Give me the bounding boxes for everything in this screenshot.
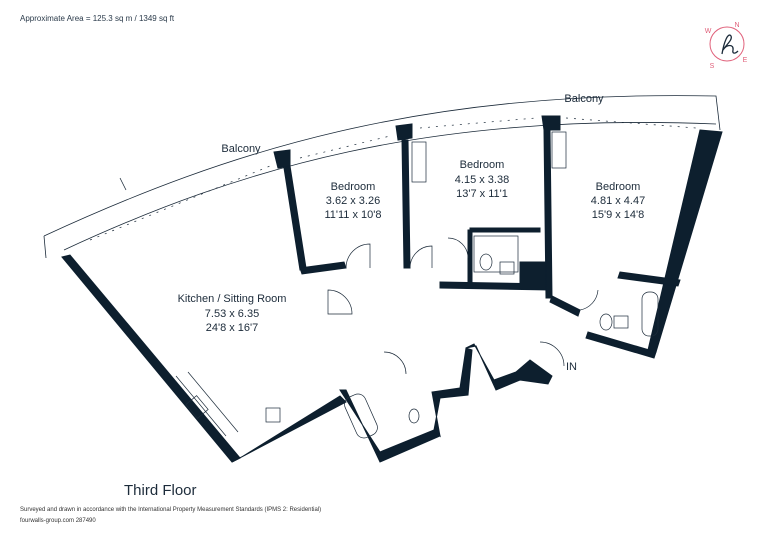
room-bedroom1: Bedroom 3.62 x 3.26 11'11 x 10'8 xyxy=(324,181,381,221)
room-bedroom1-name: Bedroom xyxy=(331,181,376,193)
room-bedroom3-metric: 4.81 x 4.47 xyxy=(591,195,645,207)
bedroom2-left-wall xyxy=(401,139,411,269)
bathtub-icon xyxy=(344,393,378,439)
bedroom2-duct xyxy=(519,261,549,289)
room-bedroom3-imperial: 15'9 x 14'8 xyxy=(592,209,645,221)
room-kitchen: Kitchen / Sitting Room 7.53 x 6.35 24'8 … xyxy=(178,293,287,334)
room-bedroom3-name: Bedroom xyxy=(596,181,641,193)
bedroom1-door xyxy=(345,243,371,269)
bedroom2-door xyxy=(409,245,433,269)
toilet-icon xyxy=(408,408,420,424)
room-bedroom1-imperial: 11'11 x 10'8 xyxy=(324,209,381,221)
room-bedroom2-name: Bedroom xyxy=(460,159,505,171)
compass-w: W xyxy=(705,28,712,35)
fixtures xyxy=(89,117,697,439)
bedroom2-right-wall xyxy=(543,129,553,299)
kitchen-door xyxy=(327,289,353,315)
approximate-area: Approximate Area = 125.3 sq m / 1349 sq … xyxy=(20,14,175,23)
compass-ring xyxy=(709,26,745,62)
compass-n: N xyxy=(734,22,739,29)
walls xyxy=(61,115,723,463)
balcony-outline xyxy=(43,95,721,259)
balcony-right-label: Balcony xyxy=(564,93,604,105)
balcony-left-label: Balcony xyxy=(221,143,261,155)
room-kitchen-imperial: 24'8 x 16'7 xyxy=(206,322,259,334)
basin2-icon xyxy=(499,261,515,275)
bedroom1-pillar xyxy=(273,149,291,169)
compass: N E S W xyxy=(705,22,748,70)
room-kitchen-name: Kitchen / Sitting Room xyxy=(178,293,287,305)
compass-s: S xyxy=(710,63,715,70)
toilet3-icon xyxy=(599,313,613,331)
bedroom3-door xyxy=(579,289,599,311)
room-bedroom3: Bedroom 4.81 x 4.47 15'9 x 14'8 xyxy=(591,181,645,221)
bedroom1-left-wall xyxy=(283,165,307,271)
kitchen-bottom-wall xyxy=(231,395,347,463)
bedroom3-pillar xyxy=(541,115,561,131)
basin3-icon xyxy=(613,315,629,329)
bath2-left-wall xyxy=(467,229,473,283)
bath2-top-wall xyxy=(469,227,541,233)
sink-icon xyxy=(185,395,209,419)
room-bedroom2-metric: 4.15 x 3.38 xyxy=(455,174,509,186)
bath2-room xyxy=(473,235,519,273)
compass-e: E xyxy=(743,57,748,64)
bedroom3-door-wall xyxy=(549,295,581,317)
room-bedroom2: Bedroom 4.15 x 3.38 13'7 x 11'1 xyxy=(455,159,509,200)
hob-icon xyxy=(265,407,281,423)
toilet2-icon xyxy=(479,253,493,271)
entrance-label: IN xyxy=(566,361,577,373)
footer-note: Surveyed and drawn in accordance with th… xyxy=(20,507,322,513)
bath-door xyxy=(383,351,407,375)
entrance-door xyxy=(539,341,565,367)
bath-wall-bottom xyxy=(339,389,441,463)
bedroom3-outer-wall xyxy=(647,129,723,353)
floor-title: Third Floor xyxy=(124,482,197,499)
bedroom3-bottom-wall xyxy=(585,331,657,359)
corridor-wall-south xyxy=(465,343,553,391)
bathtub2-icon xyxy=(641,291,659,337)
footer-ref: fourwalls-group.com 287490 xyxy=(20,518,96,524)
logo-icon xyxy=(721,34,739,55)
room-bedroom1-metric: 3.62 x 3.26 xyxy=(326,195,380,207)
ensuite-top-wall xyxy=(617,271,681,287)
room-kitchen-metric: 7.53 x 6.35 xyxy=(205,308,259,320)
bedroom1-bottom-wall xyxy=(299,261,347,275)
bath-wall-right xyxy=(431,347,473,438)
bedroom2-pillar xyxy=(395,123,413,141)
left-outer-wall xyxy=(61,254,241,463)
room-bedroom2-imperial: 13'7 x 11'1 xyxy=(456,188,508,200)
bath2-door xyxy=(447,237,469,259)
